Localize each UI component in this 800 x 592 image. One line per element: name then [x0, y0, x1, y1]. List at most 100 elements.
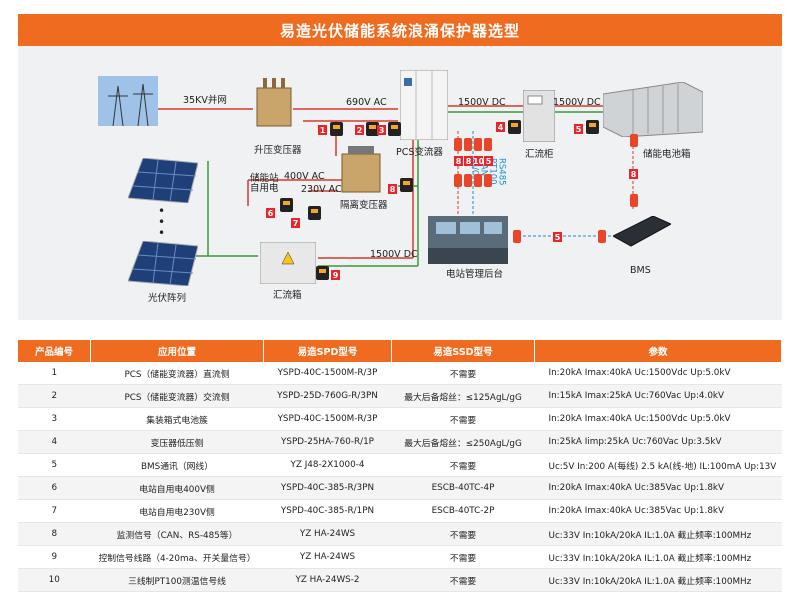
- product-no-cell: 3: [18, 407, 91, 431]
- spd-device-icon: [586, 120, 599, 134]
- badge-1-iso: 8: [388, 184, 397, 194]
- system-diagram: 35KV并网 升压变压器 690V AC PCS变流器 1500V DC 汇流柜…: [18, 46, 782, 320]
- bms-label: BMS: [630, 265, 651, 276]
- badge-10: 10: [472, 156, 485, 166]
- grid-35kv-label: 35KV并网: [183, 95, 227, 106]
- management-backend-label: 电站管理后台: [446, 269, 504, 280]
- spd-model-cell: YSPD-40C-1500M-R/3P: [263, 407, 392, 431]
- badge-1-dc: 4: [496, 122, 505, 132]
- parameters-cell: Uc:33V In:10kA/20kA IL:1.0A 截止频率:100MHz: [534, 568, 782, 592]
- col-spd-model: 易造SPD型号: [263, 340, 392, 362]
- spd-device-icon: [308, 206, 321, 220]
- signal-spd-icon: [513, 230, 521, 243]
- application-cell: 监测信号（CAN、RS-485等）: [90, 522, 264, 546]
- parameters-cell: In:20kA Imax:40kA Uc:385Vac Up:1.8kV: [534, 476, 782, 500]
- col-parameters: 参数: [534, 340, 782, 362]
- badge-1-pv: 9: [331, 270, 340, 280]
- signal-spd-icon: [484, 174, 492, 187]
- parameters-cell: In:20kA Imax:40kA Uc:385Vac Up:1.8kV: [534, 499, 782, 523]
- ssd-model-cell: 最大后备熔丝：≤125AgL/gG: [391, 384, 535, 408]
- combiner-cabinet-label: 汇流柜: [525, 149, 554, 160]
- spd-model-cell: YSPD-40C-385-R/1PN: [263, 499, 392, 523]
- ssd-model-cell: ESCB-40TC-2P: [391, 499, 535, 523]
- product-no-cell: 2: [18, 384, 91, 408]
- signal-rs485-label: RS485: [496, 158, 507, 186]
- product-no-cell: 7: [18, 499, 91, 523]
- product-no-cell: 5: [18, 453, 91, 477]
- control-room-icon: [428, 216, 508, 264]
- signal-spd-icon: [464, 174, 472, 187]
- station-power-label: 储能站 自用电: [250, 173, 279, 195]
- ssd-model-cell: 不需要: [391, 407, 535, 431]
- dc-1500-top-label: 1500V DC: [458, 97, 506, 108]
- ssd-model-cell: 不需要: [391, 522, 535, 546]
- badge-4: 1: [318, 125, 327, 135]
- product-no-cell: 4: [18, 430, 91, 454]
- product-no-cell: 1: [18, 362, 91, 385]
- parameters-cell: Uc:5V In:200 A(每线) 2.5 kA(线-地) IL:100mA …: [534, 453, 782, 477]
- ssd-model-cell: ESCB-40TC-4P: [391, 476, 535, 500]
- application-cell: PCS（储能变流器）直流侧: [90, 362, 264, 385]
- combiner-box-label: 汇流箱: [273, 290, 302, 301]
- spd-model-cell: YZ J48-2X1000-4: [263, 453, 392, 477]
- badge-9: 8: [454, 156, 463, 166]
- ssd-model-cell: 不需要: [391, 545, 535, 569]
- spd-device-icon: [400, 178, 413, 192]
- ac-400-label: 400V AC: [284, 171, 325, 182]
- badge-8: 8: [629, 169, 638, 179]
- badge-3: 5: [574, 124, 583, 134]
- application-cell: 电站自用电400V侧: [90, 476, 264, 500]
- signal-dio-label: DI/O: [469, 158, 480, 177]
- signal-spd-icon: [474, 138, 482, 151]
- application-cell: 三线制PT100测温信号线: [90, 568, 264, 592]
- spd-device-icon: [316, 266, 329, 280]
- signal-spd-icon: [598, 230, 606, 243]
- ssd-model-cell: 最大后备熔丝：≤250AgL/gG: [391, 430, 535, 454]
- page: 易造光伏储能系统浪涌保护器选型: [18, 14, 782, 592]
- table-header-row: 产品编号 应用位置 易造SPD型号 易造SSD型号 参数: [18, 340, 782, 362]
- combiner-cabinet-icon: [523, 90, 555, 142]
- pcs-label: PCS变流器: [396, 147, 443, 158]
- spd-device-icon: [280, 198, 293, 212]
- signal-spd-icon: [454, 138, 462, 151]
- ac-230-label: 230V AC: [301, 184, 342, 195]
- signal-spd-icon: [474, 174, 482, 187]
- step-up-transformer-label: 升压变压器: [254, 145, 302, 156]
- product-no-cell: 8: [18, 522, 91, 546]
- ssd-model-cell: 不需要: [391, 568, 535, 592]
- badge-1: 3: [377, 125, 386, 135]
- spd-model-cell: YZ HA-24WS: [263, 522, 392, 546]
- parameters-cell: Uc:33V In:10kA/20kA IL:1.0A 截止频率:100MHz: [534, 522, 782, 546]
- col-ssd-model: 易造SSD型号: [391, 340, 535, 362]
- badge-2: 2: [355, 125, 364, 135]
- application-cell: 电站自用电230V侧: [90, 499, 264, 523]
- signal-spd-icon: [484, 138, 492, 151]
- spd-model-cell: YZ HA-24WS-2: [263, 568, 392, 592]
- isolation-transformer-label: 隔离变压器: [340, 200, 388, 211]
- wiring-lines: [158, 105, 634, 267]
- signal-can-label: CAN: [478, 158, 489, 177]
- spd-model-cell: YSPD-25D-760G-R/3PN: [263, 384, 392, 408]
- ac-690-label: 690V AC: [346, 97, 387, 108]
- spd-device-icon: [508, 120, 521, 134]
- spd-device-icon: [366, 122, 379, 136]
- power-pylon-icon: [98, 76, 158, 126]
- signal-pt100-label: PT100: [487, 158, 498, 185]
- ellipsis-dots: •••: [158, 204, 166, 240]
- badge-5a: 5: [484, 156, 493, 166]
- battery-cabinet-label: 储能电池箱: [643, 149, 691, 160]
- solar-panel-icon: [128, 158, 198, 203]
- dc-1500-bottom-label: 1500V DC: [370, 249, 418, 260]
- page-title: 易造光伏储能系统浪涌保护器选型: [18, 14, 782, 46]
- parameters-cell: In:20kA Imax:40kA Uc:1500Vdc Up:5.0kV: [534, 407, 782, 431]
- spd-model-cell: YSPD-25HA-760-R/1P: [263, 430, 392, 454]
